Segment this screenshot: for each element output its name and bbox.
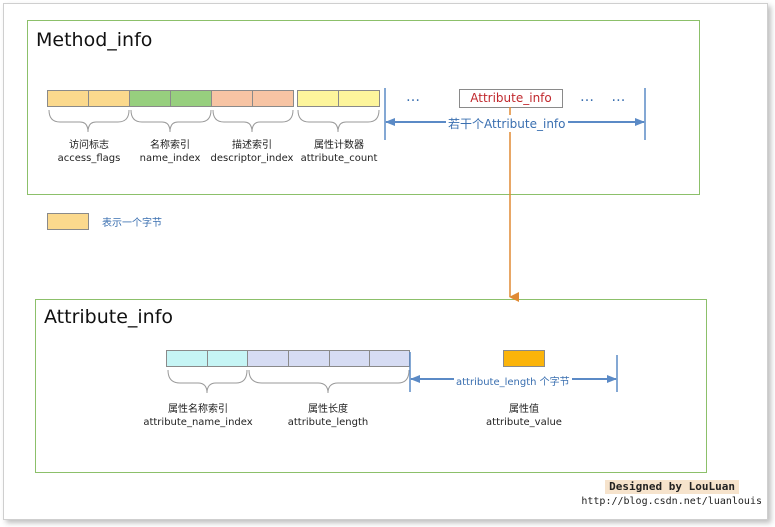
attribute-name-index-en: attribute_name_index [143,417,253,428]
ellipsis-left: … [406,89,421,105]
method-span-label: 若干个Attribute_info [446,115,568,132]
brace-attribute-length [248,369,410,394]
brace-descriptor-index [212,109,294,133]
attribute-count-en: attribute_count [300,153,378,164]
attribute-length-label: 属性长度 attribute_length [276,403,380,429]
value-span-label: attribute_length 个字节 [454,373,572,388]
access-flags-label: 访问标志 access_flags [48,139,130,165]
descriptor-index-label: 描述索引 descriptor_index [206,139,298,165]
attribute-count-label: 属性计数器 attribute_count [294,139,384,165]
descriptor-index-cn: 描述索引 [232,140,272,151]
attribute-value-label: 属性值 attribute_value [472,403,576,429]
attribute-count-cn: 属性计数器 [314,140,364,151]
descriptor-index-en: descriptor_index [210,153,294,164]
attribute-name-index-cn: 属性名称索引 [168,404,228,415]
attribute-info-box: Attribute_info [459,89,563,108]
attribute-name-index-label: 属性名称索引 attribute_name_index [140,403,256,429]
legend-text: 表示一个字节 [102,218,162,229]
name-index-label: 名称索引 name_index [129,139,211,165]
attribute-value-byte [503,350,545,367]
attribute-length-en: attribute_length [287,417,369,428]
method-info-box [27,20,700,195]
descriptor-index-byte-2 [252,90,294,107]
access-flags-en: access_flags [57,153,121,164]
legend-swatch [47,213,89,230]
brace-name-index [130,109,212,133]
attribute-value-cn: 属性值 [509,404,539,415]
attribute-count-byte-2 [338,90,380,107]
method-info-title: Method_info [36,29,153,51]
brace-attribute-count [297,109,380,133]
attribute-info-title: Attribute_info [44,306,174,328]
ellipsis-right: … … [580,89,627,105]
attribute-length-cn: 属性长度 [308,404,348,415]
name-index-en: name_index [139,153,201,164]
brace-access-flags [48,109,130,133]
blog-url: http://blog.csdn.net/luanlouis [581,496,762,507]
designed-by-credit: Designed by LouLuan [605,480,739,494]
brace-attribute-name-index [167,369,248,394]
name-index-cn: 名称索引 [150,140,190,151]
access-flags-cn: 访问标志 [69,140,109,151]
attribute-value-en: attribute_value [486,417,562,428]
attribute-info-container [35,299,707,473]
